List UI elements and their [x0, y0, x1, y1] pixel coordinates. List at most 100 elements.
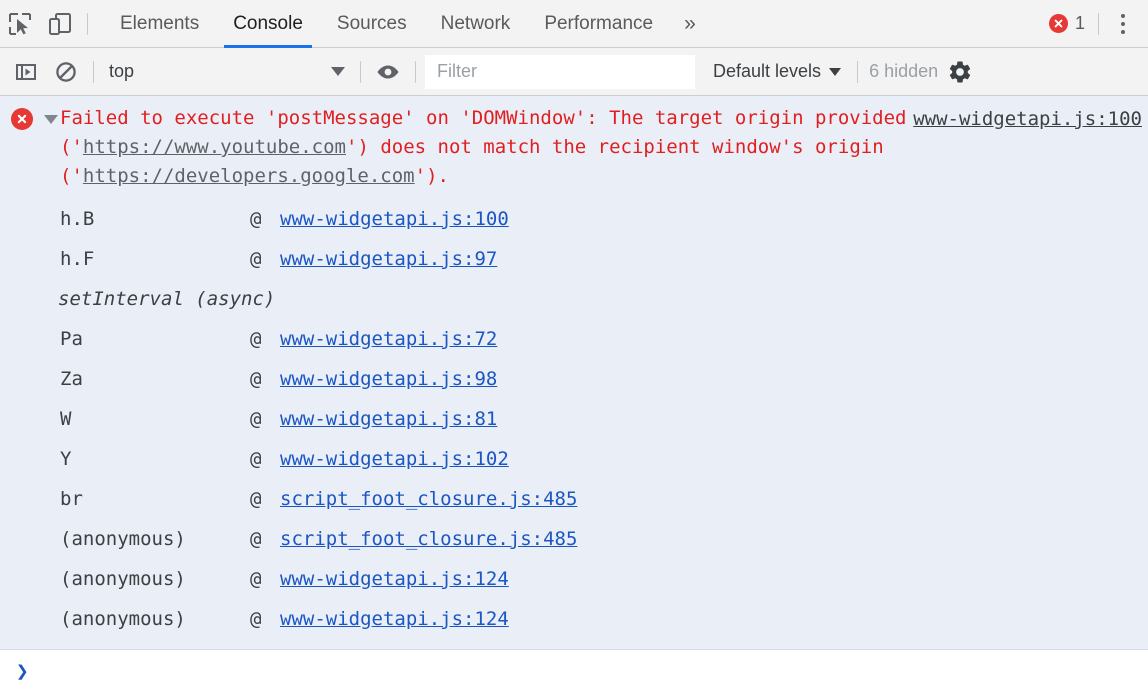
clear-console-icon[interactable]: [46, 52, 86, 92]
error-url-developers: https://developers.google.com: [82, 165, 415, 187]
stack-at-sign: @: [250, 208, 262, 230]
stack-function-name: (anonymous): [60, 608, 186, 630]
stack-source-link[interactable]: www-widgetapi.js:98: [280, 368, 498, 390]
error-message-text: Failed to execute 'postMessage' on 'DOMW…: [60, 104, 1148, 191]
stack-source-link[interactable]: script_foot_closure.js:485: [280, 488, 578, 510]
stack-function-name: W: [60, 408, 72, 430]
stack-frame-row: W @ www-widgetapi.js:81: [0, 399, 1148, 439]
live-expression-eye-icon[interactable]: [368, 52, 408, 92]
toolbar-divider-2: [360, 60, 361, 83]
expand-triangle-icon[interactable]: [44, 115, 58, 124]
stack-trace: h.B @ www-widgetapi.js:100 h.F @ www-wid…: [0, 191, 1148, 649]
stack-source-link[interactable]: www-widgetapi.js:100: [280, 208, 509, 230]
tabbar-right-group: 1: [1043, 4, 1148, 44]
stack-source-link[interactable]: www-widgetapi.js:97: [280, 248, 498, 270]
more-tabs-label: »: [684, 11, 696, 35]
console-error-message[interactable]: Failed to execute 'postMessage' on 'DOMW…: [0, 96, 1148, 650]
tab-performance[interactable]: Performance: [527, 0, 670, 48]
toolbar-divider-1: [93, 60, 94, 83]
stack-frame-row: Pa @ www-widgetapi.js:72: [0, 319, 1148, 359]
stack-async-row: setInterval (async): [0, 279, 1148, 319]
chevron-down-icon: [829, 67, 842, 76]
stack-source-link[interactable]: www-widgetapi.js:124: [280, 568, 509, 590]
error-text-part: Failed to execute 'postMessage' on 'DOMW…: [60, 107, 918, 158]
hidden-messages-count[interactable]: 6 hidden: [869, 61, 939, 81]
stack-frame-row: (anonymous) @ www-widgetapi.js:124: [0, 599, 1148, 639]
tab-console-label: Console: [233, 12, 303, 34]
stack-source-link[interactable]: script_foot_closure.js:485: [280, 528, 578, 550]
more-tabs-chevron-icon[interactable]: »: [670, 0, 710, 48]
stack-async-label: setInterval (async): [58, 288, 276, 310]
inspect-element-icon[interactable]: [0, 4, 40, 44]
stack-source-link[interactable]: www-widgetapi.js:124: [280, 608, 509, 630]
console-sidebar-icon[interactable]: [6, 52, 46, 92]
stack-function-name: h.B: [60, 208, 95, 230]
kebab-dot: [1121, 21, 1125, 26]
stack-frame-row: (anonymous) @ www-widgetapi.js:124: [0, 559, 1148, 599]
tabbar-right-divider: [1098, 12, 1099, 35]
execution-context-value: top: [109, 61, 135, 81]
toolbar-divider-4: [857, 60, 859, 83]
error-circle-icon: [1048, 14, 1068, 33]
stack-function-name: Pa: [60, 328, 83, 350]
filter-input[interactable]: Filter: [425, 54, 695, 89]
tab-elements[interactable]: Elements: [103, 0, 216, 48]
filter-placeholder: Filter: [437, 61, 477, 81]
error-url-youtube: https://www.youtube.com: [82, 136, 346, 158]
tab-performance-label: Performance: [544, 12, 654, 34]
tab-console[interactable]: Console: [216, 0, 320, 48]
stack-at-sign: @: [250, 528, 262, 550]
console-message-area: Failed to execute 'postMessage' on 'DOMW…: [0, 96, 1148, 690]
tabbar-divider: [87, 12, 88, 35]
chevron-down-icon: [331, 67, 345, 76]
stack-function-name: Za: [60, 368, 83, 390]
console-prompt[interactable]: ❯: [0, 650, 1148, 690]
toolbar-divider-3: [415, 60, 416, 83]
execution-context-select[interactable]: top: [101, 57, 353, 87]
stack-function-name: h.F: [60, 248, 95, 270]
error-count-badge[interactable]: 1: [1043, 13, 1091, 34]
stack-source-link[interactable]: www-widgetapi.js:102: [280, 448, 509, 470]
prompt-chevron-icon: ❯: [16, 658, 29, 683]
stack-source-link[interactable]: www-widgetapi.js:81: [280, 408, 498, 430]
stack-frame-row: Za @ www-widgetapi.js:98: [0, 359, 1148, 399]
stack-frame-row: (anonymous) @ script_foot_closure.js:485: [0, 519, 1148, 559]
stack-function-name: (anonymous): [60, 568, 186, 590]
stack-frame-row: h.B @ www-widgetapi.js:100: [0, 199, 1148, 239]
error-source-link[interactable]: www-widgetapi.js:100: [913, 108, 1142, 130]
tab-network[interactable]: Network: [424, 0, 528, 48]
tab-elements-label: Elements: [120, 12, 200, 34]
tab-sources-label: Sources: [336, 12, 407, 34]
stack-frame-row: Y @ www-widgetapi.js:102: [0, 439, 1148, 479]
stack-at-sign: @: [250, 328, 262, 350]
stack-at-sign: @: [250, 448, 262, 470]
console-toolbar: top Filter Default levels 6 hidden: [0, 48, 1148, 96]
error-text-part: ').: [414, 165, 449, 187]
kebab-menu-icon[interactable]: [1106, 4, 1140, 44]
stack-function-name: (anonymous): [60, 528, 186, 550]
tab-sources[interactable]: Sources: [320, 0, 424, 48]
device-toolbar-icon[interactable]: [40, 4, 80, 44]
error-circle-icon: [0, 104, 44, 130]
stack-function-name: br: [60, 488, 83, 510]
log-levels-label: Default levels: [713, 61, 822, 81]
stack-at-sign: @: [250, 488, 262, 510]
panel-tabs: Elements Console Sources Network Perform…: [103, 0, 710, 48]
stack-frame-row: h.F @ www-widgetapi.js:97: [0, 239, 1148, 279]
kebab-dot: [1121, 13, 1125, 18]
stack-frame-row: br @ script_foot_closure.js:485: [0, 479, 1148, 519]
error-header: Failed to execute 'postMessage' on 'DOMW…: [0, 96, 1148, 191]
error-text-part: ') does not match the recipient window's…: [60, 136, 896, 187]
stack-source-link[interactable]: www-widgetapi.js:72: [280, 328, 498, 350]
settings-gear-icon[interactable]: [940, 52, 980, 92]
stack-function-name: Y: [60, 448, 72, 470]
log-levels-select[interactable]: Default levels: [713, 61, 842, 82]
stack-at-sign: @: [250, 368, 262, 390]
tab-network-label: Network: [440, 12, 511, 34]
devtools-tabbar: Elements Console Sources Network Perform…: [0, 0, 1148, 48]
stack-at-sign: @: [250, 568, 262, 590]
error-count-label: 1: [1074, 13, 1085, 33]
stack-at-sign: @: [250, 608, 262, 630]
stack-at-sign: @: [250, 248, 262, 270]
stack-at-sign: @: [250, 408, 262, 430]
